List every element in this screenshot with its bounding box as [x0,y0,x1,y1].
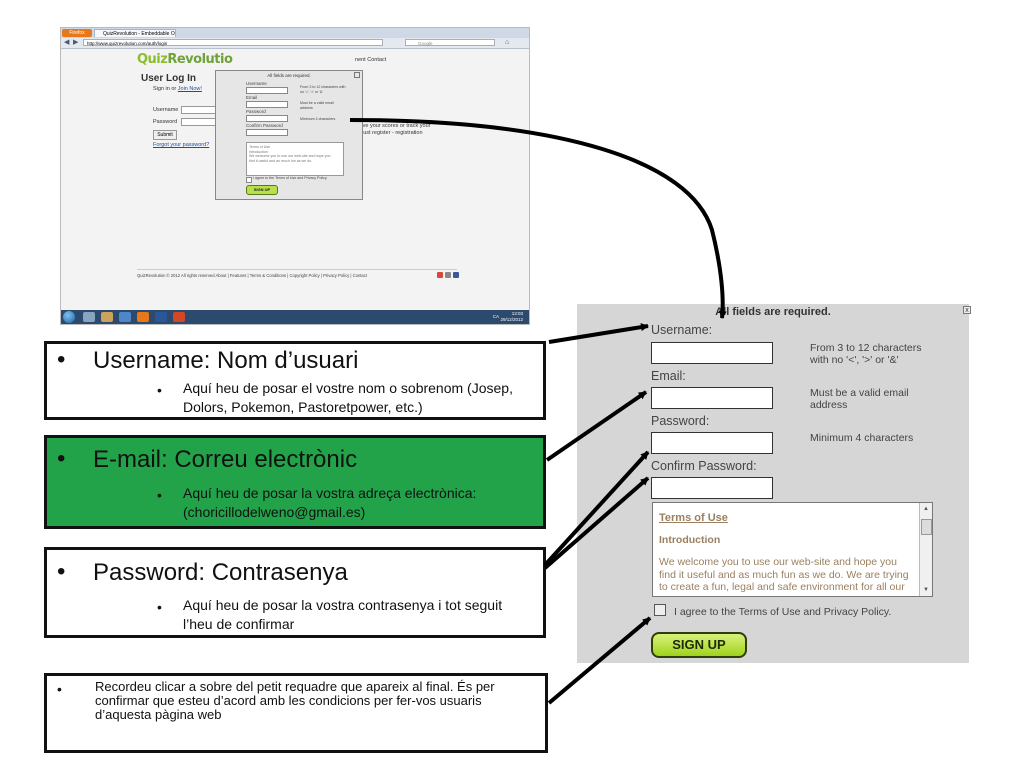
join-now-link[interactable]: Join Now! [177,86,202,92]
back-arrow-icon[interactable]: ◀ [64,39,70,46]
word-icon[interactable] [155,312,167,322]
username-hint: From 3 to 12 characters with no '<', '>'… [810,342,922,366]
username-label: Username: [651,323,713,337]
password-hint: Minimum 4 characters [810,432,914,444]
bullet-glyph: • [57,346,66,373]
submit-button[interactable]: Submit [153,130,177,140]
mini-agree-checkbox[interactable] [246,177,252,183]
site-logo[interactable]: QuizRevolutio [137,52,233,67]
mini-confirm-input[interactable] [246,129,288,136]
browser-screenshot: Firefox QuizRevolution - Embeddable Onli… [60,27,530,325]
email-callout: • E-mail: Correu electrònic • Aquí heu d… [44,435,546,529]
password-label: Password [153,119,178,125]
browser-tab[interactable]: QuizRevolution - Embeddable Online Q... [94,29,176,37]
windows-taskbar: CA 13:03 29/12/2012 [61,310,529,324]
system-tray-language[interactable]: CA [492,314,499,319]
mini-confirm-label: Confirm Password [246,123,283,128]
powerpoint-icon[interactable] [173,312,185,322]
bullet-glyph: • [57,445,66,472]
terms-of-use-box[interactable]: Terms of Use Introduction We welcome you… [652,502,933,597]
mini-signup-button[interactable]: SIGN UP [246,185,278,195]
mini-agree-label: I agree to the Terms of Use and Privacy … [253,176,328,180]
terms-scrollbar[interactable]: ▲ ▼ [919,503,932,596]
password-callout: • Password: Contrasenya • Aquí heu de po… [44,547,546,638]
mini-username-label: Username [246,81,267,86]
mini-email-label: Email [246,95,258,100]
email-label: Email: [651,369,686,383]
bullet-glyph: • [157,382,162,398]
scroll-down-icon[interactable]: ▼ [923,587,929,593]
confirm-password-input[interactable] [651,477,773,499]
terms-body-text: We welcome you to use our web-site and h… [659,556,909,593]
address-bar[interactable]: http://www.quizrevolution.com/auth/login [83,39,383,46]
agree-terms-label: I agree to the Terms of Use and Privacy … [674,606,892,618]
email-input[interactable] [651,387,773,409]
mini-email-input[interactable] [246,101,288,108]
email-hint: Must be a valid email address [810,387,909,411]
mini-modal-header: All fields are required. [267,73,311,78]
signup-panel-zoom: All fields are required. x Username: Fro… [577,304,971,663]
ie-icon[interactable] [119,312,131,322]
checkbox-reminder-callout: • Recordeu clicar a sobre del petit requ… [44,673,548,753]
google-icon[interactable] [445,272,451,278]
home-icon[interactable]: ⌂ [505,39,510,46]
password-callout-title: Password: Contrasenya [93,559,348,586]
scroll-thumb[interactable] [921,519,932,535]
username-input[interactable] [651,342,773,364]
browser-tab-bar: Firefox QuizRevolution - Embeddable Onli… [61,28,529,38]
terms-section-title: Introduction [659,534,721,546]
taskbar-clock[interactable]: 13:03 29/12/2012 [500,311,523,322]
mini-username-hint: From 3 to 12 characters with no '<', '>'… [300,85,346,94]
confirm-password-label: Confirm Password: [651,459,757,473]
mini-signup-modal: All fields are required. Username From 3… [215,70,363,200]
mini-terms-text: Terms of Use Introduction We welcome you… [249,145,331,163]
agree-terms-checkbox[interactable] [654,604,666,616]
mini-password-input[interactable] [246,115,288,122]
firefox-icon[interactable] [137,312,149,322]
username-callout: • Username: Nom d’usuari • Aquí heu de p… [44,341,546,420]
mini-email-hint: Must be a valid email address [300,101,334,110]
username-callout-detail: Aquí heu de posar el vostre nom o sobren… [183,380,513,415]
username-callout-title: Username: Nom d’usuari [93,347,359,374]
checkbox-reminder-text: Recordeu clicar a sobre del petit requad… [95,679,495,722]
bullet-glyph: • [157,599,162,615]
sign-in-text: Sign in or Join Now! [153,86,202,92]
mini-password-hint: Minimum 4 characters [300,117,336,121]
password-input[interactable] [651,432,773,454]
mini-modal-close-icon[interactable] [354,72,360,78]
password-callout-detail: Aquí heu de posar la vostra contrasenya … [183,597,503,632]
scroll-up-icon[interactable]: ▲ [923,506,929,512]
bullet-glyph: • [157,487,162,503]
site-footer: QuizRevolution © 2012 All rights reserve… [137,273,368,278]
bullet-glyph: • [57,558,66,585]
login-heading: User Log In [141,73,197,84]
username-label: Username [153,107,179,113]
forgot-password-link[interactable]: Forgot your password? [153,142,210,148]
site-nav-links[interactable]: nent Contact [355,57,387,63]
facebook-icon[interactable] [453,272,459,278]
signup-button[interactable]: SIGN UP [651,632,747,658]
start-button[interactable] [63,311,75,323]
web-page: QuizRevolutio nent Contact User Log In S… [61,49,529,310]
close-icon[interactable]: x [963,306,971,314]
mini-username-input[interactable] [246,87,288,94]
folder-icon[interactable] [101,312,113,322]
mini-password-label: Password [246,109,266,114]
password-label: Password: [651,414,710,428]
footer-divider [137,269,457,270]
email-callout-detail: Aquí heu de posar la vostra adreça elect… [183,485,477,520]
panel-header: All fields are required. [715,306,831,318]
explorer-icon[interactable] [83,312,95,322]
search-box[interactable]: Google [405,39,495,46]
terms-of-use-link[interactable]: Terms of Use [659,512,728,524]
bullet-glyph: • [57,681,62,697]
firefox-menu-button[interactable]: Firefox [62,29,92,37]
browser-nav-bar: ◀ ▶ http://www.quizrevolution.com/auth/l… [61,38,529,49]
rss-icon[interactable] [437,272,443,278]
email-callout-title: E-mail: Correu electrònic [93,446,358,473]
mini-terms-box[interactable]: Terms of Use Introduction We welcome you… [246,142,344,176]
forward-arrow-icon[interactable]: ▶ [73,39,79,46]
